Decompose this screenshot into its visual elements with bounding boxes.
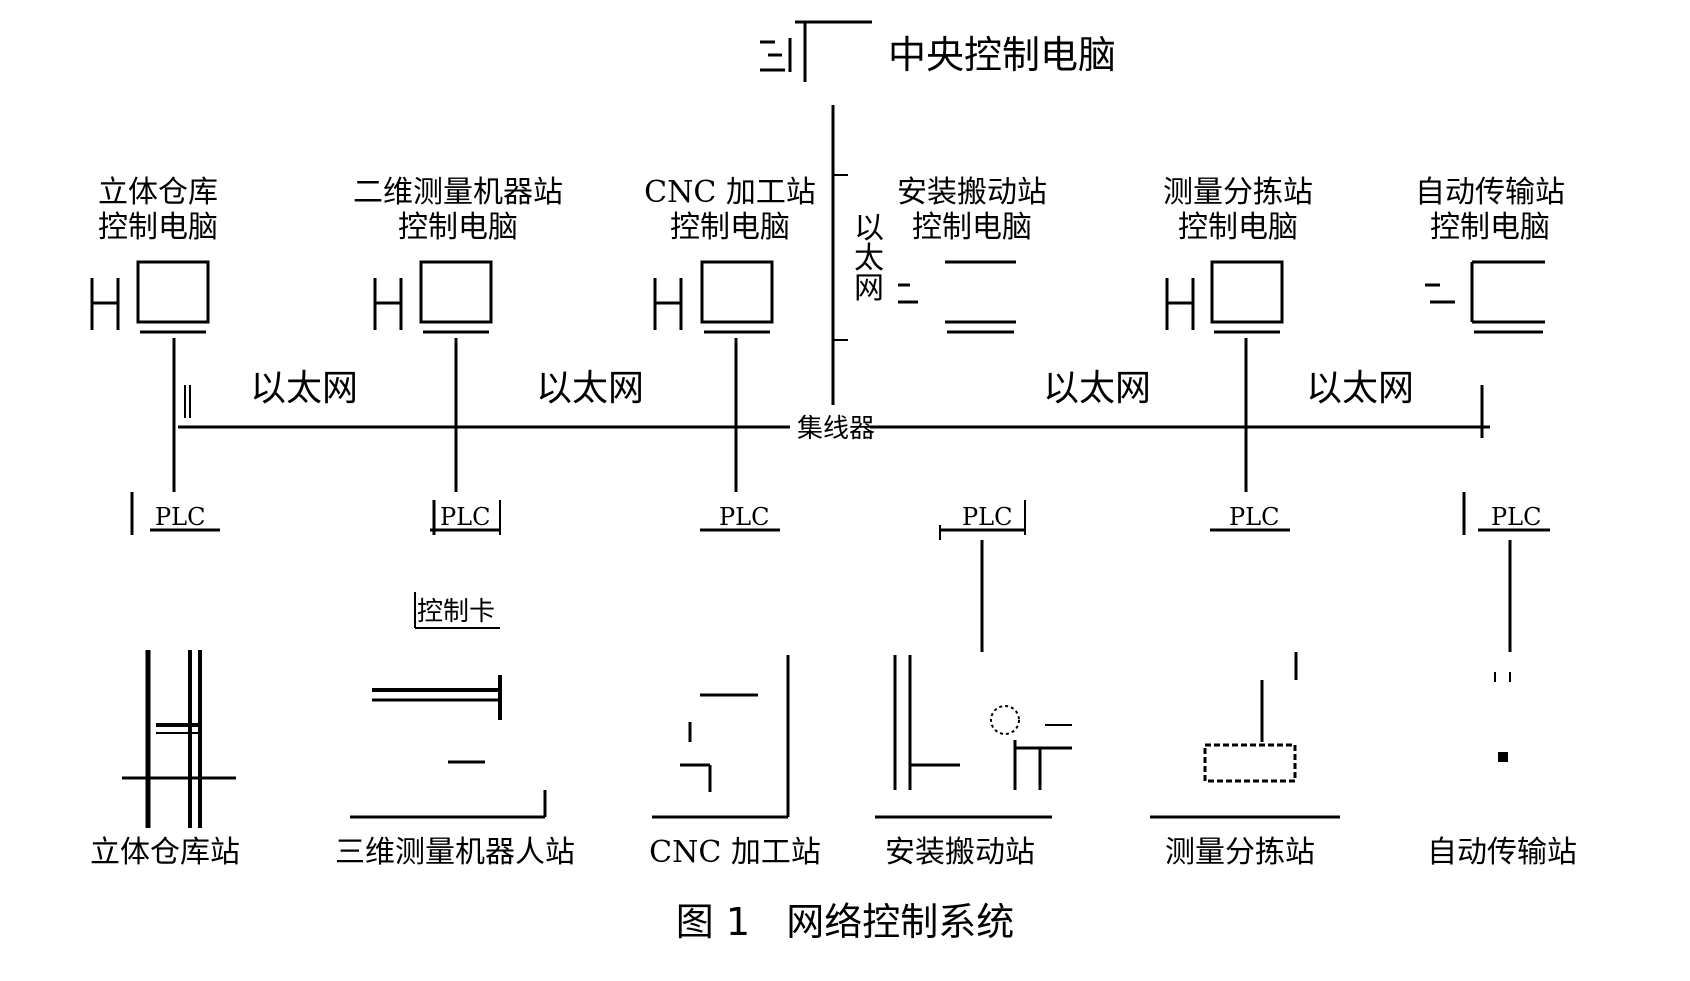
ethernet-label-4: 以太网 xyxy=(1306,368,1414,409)
hub-label: 集线器 xyxy=(797,414,875,444)
central-computer-icon xyxy=(760,20,872,82)
station-6-name: 自动传输站 xyxy=(1427,835,1577,870)
station-6-plc: PLC xyxy=(1462,492,1550,535)
station-2-name: 三维测量机器人站 xyxy=(335,835,575,870)
station-6-computer-icon xyxy=(1425,260,1545,334)
ethernet-vertical-char-1: 以 xyxy=(854,211,884,246)
station-4: 安装搬动站 控制电脑 PLC 安装搬动站 xyxy=(875,175,1072,870)
ethernet-vertical-char-3: 网 xyxy=(854,271,884,306)
station-3-plc-label: PLC xyxy=(719,503,769,531)
station-2-plc: PLC xyxy=(430,500,501,535)
station-2: 二维测量机器站 控制电脑 PLC 控制卡 三维 xyxy=(335,175,575,870)
station-3-equipment-icon xyxy=(652,655,790,819)
station-1-plc: PLC xyxy=(130,492,220,535)
station-6-equipment-icon xyxy=(1494,672,1511,762)
station-5: 测量分拣站 控制电脑 PLC 测量分拣站 xyxy=(1150,175,1340,870)
station-4-equipment-icon xyxy=(875,655,1072,819)
station-1-computer-label-line2: 控制电脑 xyxy=(98,210,218,245)
control-card-label: 控制卡 xyxy=(417,597,495,627)
station-6-computer-label-line2: 控制电脑 xyxy=(1430,210,1550,245)
station-4-plc: PLC xyxy=(939,500,1026,540)
station-2-computer-label-line2: 控制电脑 xyxy=(398,210,518,245)
station-3-plc: PLC xyxy=(700,503,780,532)
ethernet-bus: 集线器 xyxy=(178,385,1490,444)
station-4-name: 安装搬动站 xyxy=(885,835,1035,870)
ethernet-vertical-char-2: 太 xyxy=(854,241,884,276)
station-3-computer-label-line1: CNC 加工站 xyxy=(644,175,816,210)
central-trunk: 以 太 网 xyxy=(831,105,884,405)
station-5-computer-label-line2: 控制电脑 xyxy=(1178,210,1298,245)
station-3: CNC 加工站 控制电脑 PLC CNC 加工站 xyxy=(644,175,821,870)
station-5-computer-label-line1: 测量分拣站 xyxy=(1163,175,1313,210)
ethernet-label-2: 以太网 xyxy=(536,368,644,409)
station-2-computer-icon xyxy=(373,260,493,334)
station-4-plc-label: PLC xyxy=(962,503,1012,531)
station-1-computer-label-line1: 立体仓库 xyxy=(98,175,218,210)
station-2-control-card: 控制卡 xyxy=(414,592,500,629)
station-2-computer-label-line1: 二维测量机器站 xyxy=(353,175,563,210)
station-5-equipment-icon xyxy=(1150,652,1340,819)
central-computer: 中央控制电脑 xyxy=(760,20,1116,82)
station-5-plc-label: PLC xyxy=(1229,503,1279,531)
station-6-computer-label-line1: 自动传输站 xyxy=(1415,175,1565,210)
station-4-computer-icon xyxy=(898,260,1016,334)
station-5-plc: PLC xyxy=(1210,503,1290,532)
ethernet-label-3: 以太网 xyxy=(1043,368,1151,409)
station-5-computer-icon xyxy=(1165,260,1284,334)
station-2-plc-label: PLC xyxy=(440,503,490,531)
ethernet-label-1: 以太网 xyxy=(250,368,358,409)
station-3-name: CNC 加工站 xyxy=(649,835,821,870)
station-4-computer-label-line2: 控制电脑 xyxy=(912,210,1032,245)
station-6: 自动传输站 控制电脑 PLC 自动传输站 xyxy=(1415,175,1577,870)
station-1-equipment-icon xyxy=(122,650,236,828)
station-3-computer-icon xyxy=(653,260,774,334)
station-1-plc-label: PLC xyxy=(155,503,205,531)
station-5-name: 测量分拣站 xyxy=(1165,835,1315,870)
station-1-computer-icon xyxy=(90,260,210,334)
station-3-computer-label-line2: 控制电脑 xyxy=(670,210,790,245)
central-computer-label: 中央控制电脑 xyxy=(888,33,1116,77)
figure-caption: 图 1 网络控制系统 xyxy=(676,900,1015,944)
station-4-computer-label-line1: 安装搬动站 xyxy=(897,175,1047,210)
station-6-plc-label: PLC xyxy=(1491,503,1541,531)
station-1-name: 立体仓库站 xyxy=(90,835,240,870)
station-2-equipment-icon xyxy=(350,675,547,819)
station-1: 立体仓库 控制电脑 PLC 立体仓库站 xyxy=(90,175,240,870)
